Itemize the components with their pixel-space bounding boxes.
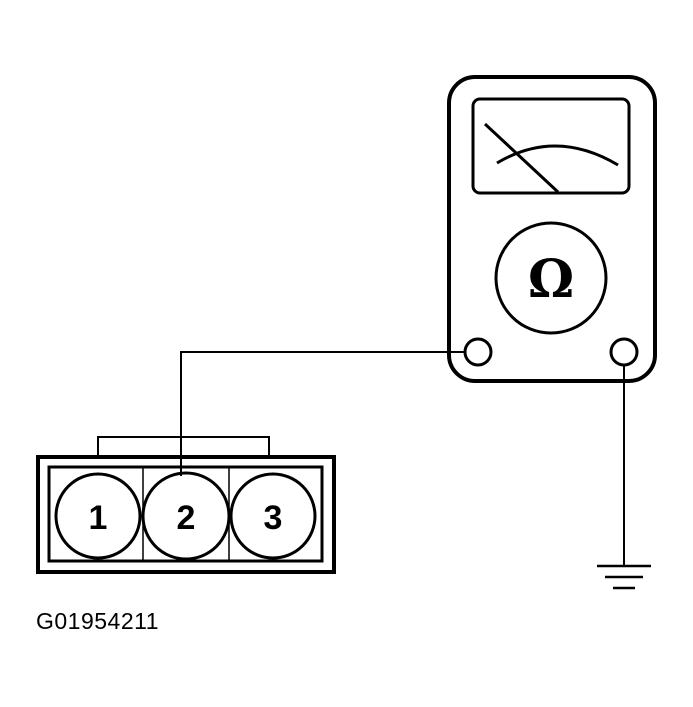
pin-label: 1 bbox=[89, 499, 108, 537]
pin-label: 3 bbox=[264, 499, 283, 537]
test-lead-to-pin-2 bbox=[180, 351, 465, 462]
connector: 1 2 3 bbox=[36, 436, 336, 574]
meter-terminal-left bbox=[463, 337, 493, 367]
connector-pin-3: 3 bbox=[229, 472, 317, 560]
meter-body bbox=[447, 75, 657, 383]
meter-display-window bbox=[471, 97, 631, 195]
ground-symbol-icon bbox=[597, 564, 651, 590]
ohm-symbol: Ω bbox=[528, 249, 574, 310]
connector-lock-tab bbox=[97, 436, 270, 458]
meter-range-dial bbox=[494, 221, 608, 335]
meter-scale-arc bbox=[496, 144, 619, 167]
figure-code: G01954211 bbox=[36, 608, 160, 634]
pin-label: 2 bbox=[177, 499, 196, 537]
connector-inner-housing bbox=[47, 465, 324, 563]
ohmmeter-icon: Ω bbox=[447, 75, 657, 383]
meter-needle bbox=[483, 122, 560, 194]
connector-pin-2: 2 bbox=[141, 471, 231, 561]
meter-terminal-right bbox=[609, 337, 639, 367]
connector-pin-1: 1 bbox=[54, 472, 142, 560]
